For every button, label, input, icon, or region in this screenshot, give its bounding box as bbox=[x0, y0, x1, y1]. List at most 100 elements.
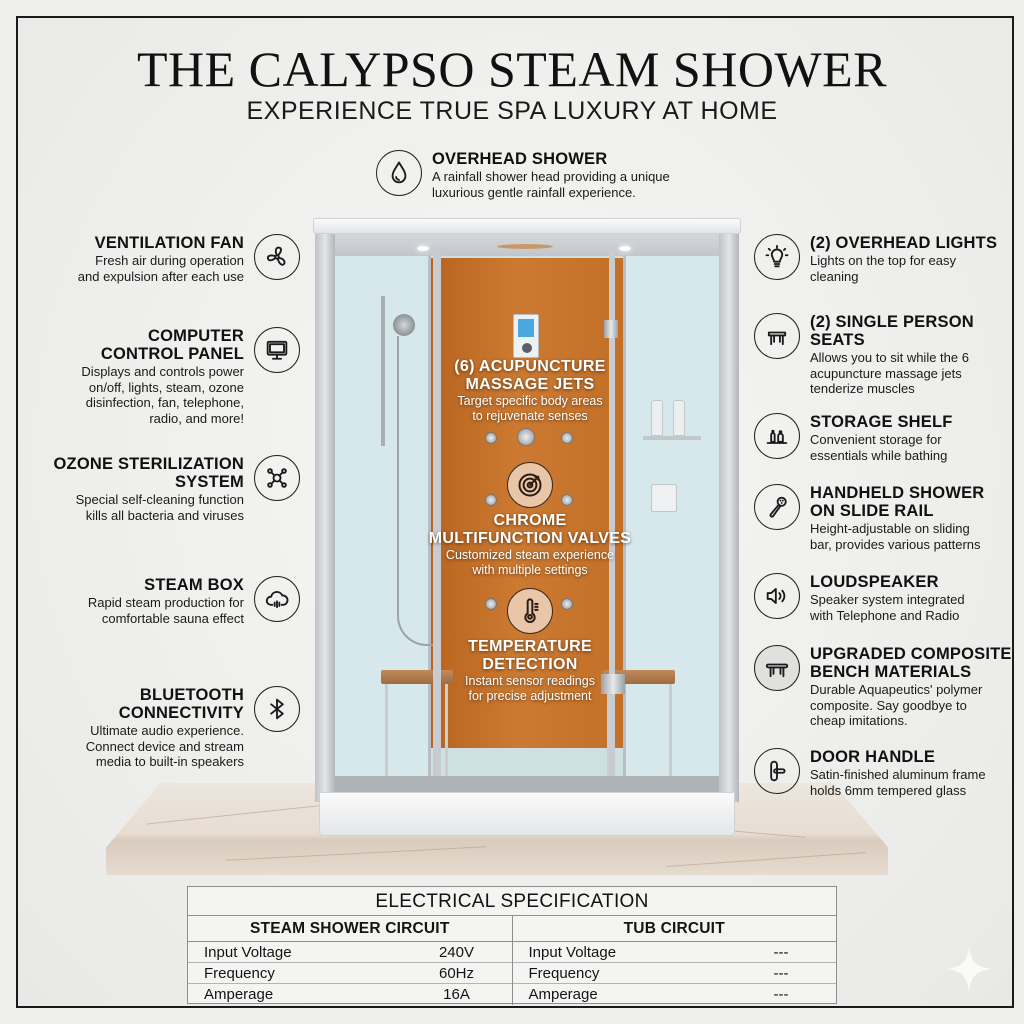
overhead-light bbox=[417, 246, 429, 251]
feature-desc-line: Ultimate audio experience. bbox=[90, 723, 244, 738]
table-row: Frequency--- bbox=[512, 963, 836, 984]
loudspeaker bbox=[651, 484, 677, 512]
feature-title: MULTIFUNCTION VALVES bbox=[428, 530, 632, 547]
row-label: Input Voltage bbox=[528, 944, 617, 961]
feature-title: BLUETOOTH bbox=[139, 686, 244, 704]
feature-desc-line: for precise adjustment bbox=[468, 689, 592, 703]
lightbulb-icon bbox=[754, 234, 800, 280]
page-subtitle: EXPERIENCE TRUE SPA LUXURY AT HOME bbox=[246, 97, 778, 125]
feature-desc-line: media to built-in speakers bbox=[95, 754, 244, 769]
feature-title: DETECTION bbox=[482, 656, 578, 673]
feature-title: BENCH MATERIALS bbox=[810, 663, 972, 681]
bluetooth-icon bbox=[254, 686, 300, 732]
feature-desc-line: Instant sensor readings bbox=[465, 674, 595, 688]
feature-title: OZONE STERILIZATION bbox=[53, 455, 244, 473]
fan-icon bbox=[254, 234, 300, 280]
feature-title: LOUDSPEAKER bbox=[810, 573, 939, 591]
water-drop-icon bbox=[376, 150, 422, 196]
feature-title: COMPUTER bbox=[147, 327, 244, 345]
handheld-shower-icon bbox=[754, 484, 800, 530]
column-header: TUB CIRCUIT bbox=[512, 916, 836, 942]
row-label: Amperage bbox=[204, 986, 274, 1003]
table-row: Amperage --- bbox=[513, 984, 837, 1005]
feature-desc-line: Allows you to sit while the 6 bbox=[810, 350, 969, 365]
table-row: Input Voltage--- bbox=[512, 942, 836, 963]
shower-top-cap bbox=[313, 218, 741, 234]
feature-desc-line: kills all bacteria and viruses bbox=[85, 507, 244, 523]
control-panel bbox=[513, 314, 539, 358]
feature-title: OVERHEAD SHOWER bbox=[432, 150, 608, 168]
feature-desc-line: Satin-finished aluminum frame bbox=[810, 767, 986, 782]
steam-cloud-icon bbox=[254, 576, 300, 622]
feature-desc-line: A rainfall shower head providing a uniqu… bbox=[432, 169, 670, 184]
row-label: Amperage bbox=[528, 986, 598, 1003]
feature-desc-line: Speaker system integrated bbox=[810, 592, 965, 607]
feature-title: STORAGE SHELF bbox=[810, 413, 953, 431]
feature-desc-line: composite. Say goodbye to bbox=[810, 697, 967, 713]
thermometer-icon bbox=[507, 588, 553, 634]
spec-table-caption: ELECTRICAL SPECIFICATION bbox=[188, 887, 836, 916]
target-valve-icon bbox=[507, 462, 553, 508]
column-header: STEAM SHOWER CIRCUIT bbox=[188, 916, 512, 942]
table-row: Input Voltage 240V bbox=[188, 942, 512, 963]
feature-title: (6) ACUPUNCTURE bbox=[454, 358, 606, 375]
tub-circuit-column: TUB CIRCUIT Input Voltage--- Frequency--… bbox=[511, 916, 837, 1005]
feature-title: TEMPERATURE bbox=[468, 638, 592, 655]
row-label: Frequency bbox=[204, 965, 275, 982]
row-label: Frequency bbox=[528, 965, 600, 982]
door-handle-icon bbox=[754, 748, 800, 794]
feature-desc-line: comfortable sauna effect bbox=[101, 610, 244, 626]
feature-desc-line: Special self-cleaning function bbox=[75, 492, 244, 507]
feature-desc-line: on/off, lights, steam, ozone bbox=[88, 379, 244, 395]
rainfall-shower-head bbox=[497, 244, 553, 249]
feature-desc-line: cheap imitations. bbox=[810, 713, 908, 728]
feature-desc-line: bar, provides various patterns bbox=[810, 536, 981, 552]
feature-desc-line: to rejuvenate senses bbox=[472, 409, 588, 423]
feature-overhead-lights: (2) OVERHEAD LIGHTS Lights on the top fo… bbox=[754, 234, 997, 284]
feature-ventilation-fan: VENTILATION FAN Fresh air during operati… bbox=[78, 234, 300, 284]
feature-title: CHROME bbox=[493, 512, 567, 529]
feature-title: CONTROL PANEL bbox=[100, 345, 244, 363]
feature-desc-line: with Telephone and Radio bbox=[810, 607, 960, 623]
feature-title: (2) OVERHEAD LIGHTS bbox=[810, 234, 998, 252]
molecule-icon bbox=[254, 455, 300, 501]
page-title: THE CALYPSO STEAM SHOWER bbox=[136, 41, 888, 97]
feature-desc-line: tenderize muscles bbox=[810, 381, 915, 396]
storage-shelf bbox=[643, 436, 701, 440]
bottles-shelf-icon bbox=[754, 413, 800, 459]
monitor-icon bbox=[254, 327, 300, 373]
feature-desc-line: Convenient storage for bbox=[810, 432, 942, 447]
feature-desc-line: Displays and controls power bbox=[81, 364, 244, 379]
feature-desc-line: luxurious gentle rainfall experience. bbox=[432, 184, 636, 200]
feature-desc-line: cleaning bbox=[810, 268, 859, 284]
row-value: 240V bbox=[438, 944, 475, 961]
feature-door-handle: DOOR HANDLE Satin-finished aluminum fram… bbox=[754, 748, 986, 798]
feature-desc-line: Fresh air during operation bbox=[95, 253, 244, 268]
steam-shower-circuit-column: STEAM SHOWER CIRCUIT Input Voltage 240V F… bbox=[188, 916, 512, 1005]
door-hinge bbox=[604, 320, 618, 338]
row-label: Input Voltage bbox=[204, 944, 292, 961]
feature-title: DOOR HANDLE bbox=[810, 748, 936, 766]
feature-desc-line: with multiple settings bbox=[472, 563, 588, 577]
electrical-spec-table: ELECTRICAL SPECIFICATION STEAM SHOWER CI… bbox=[187, 886, 837, 1005]
feature-desc-line: Lights on the top for easy bbox=[810, 253, 956, 268]
overhead-light bbox=[619, 246, 631, 251]
slide-rail bbox=[381, 296, 385, 446]
feature-title: UPGRADED COMPOSITE bbox=[810, 645, 1012, 663]
feature-desc-line: Connect device and stream bbox=[85, 738, 244, 754]
row-value: --- bbox=[773, 986, 789, 1003]
feature-desc-line: Durable Aquapeutics' polymer bbox=[810, 682, 983, 697]
stool-icon bbox=[754, 313, 800, 359]
feature-desc-line: disinfection, fan, telephone, bbox=[85, 395, 244, 410]
feature-title: SYSTEM bbox=[174, 473, 244, 491]
sparkle-icon bbox=[946, 946, 992, 992]
feature-title: VENTILATION FAN bbox=[94, 234, 244, 252]
speaker-icon bbox=[754, 573, 800, 619]
